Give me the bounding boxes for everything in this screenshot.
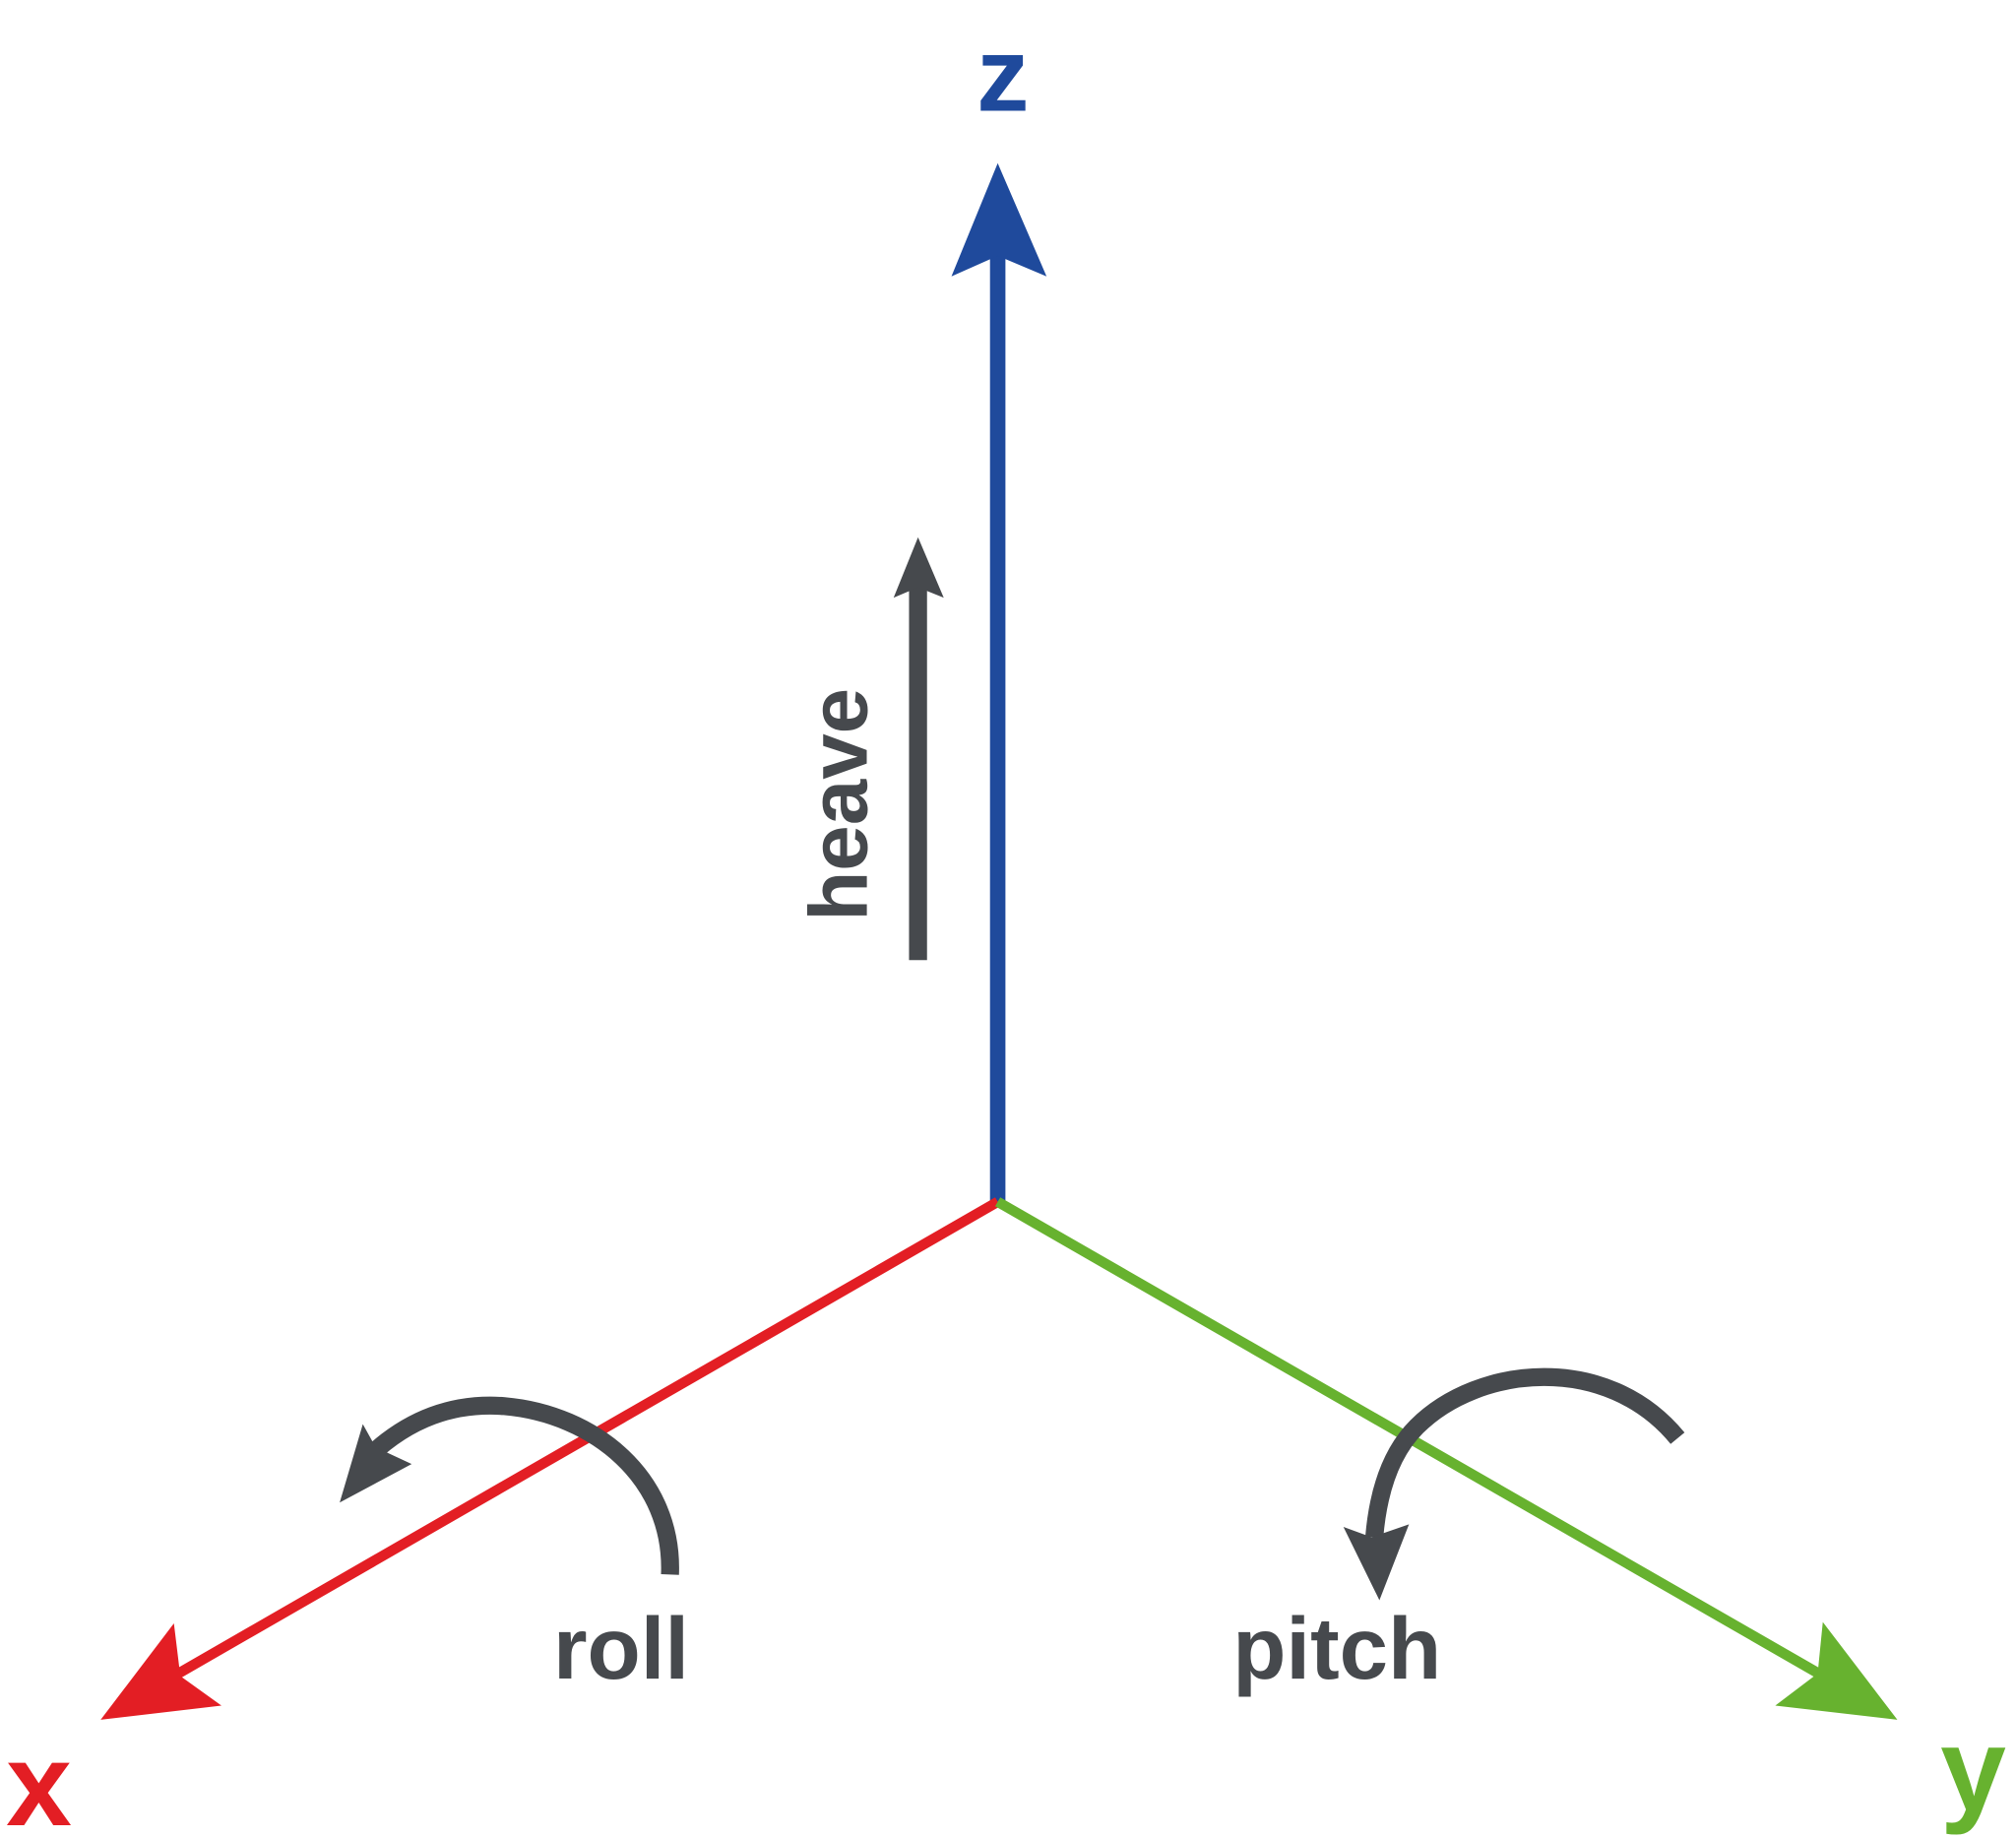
heave-motion: heave <box>791 537 944 961</box>
x-axis-label: x <box>6 1719 72 1838</box>
pitch-motion: pitch <box>1232 1367 1685 1697</box>
y-axis: y <box>994 1197 2006 1835</box>
heave-arrowhead <box>893 537 944 599</box>
roll-arc <box>364 1396 679 1575</box>
z-axis-arrowhead <box>951 162 1047 277</box>
roll-motion: roll <box>340 1396 689 1697</box>
pitch-arc <box>1364 1367 1685 1539</box>
z-axis: z <box>951 15 1047 1202</box>
pitch-arrowhead <box>1343 1524 1410 1601</box>
y-axis-label: y <box>1940 1703 2006 1835</box>
x-axis: x <box>6 1197 1001 1838</box>
z-axis-label: z <box>976 15 1030 133</box>
y-axis-arrowhead <box>1775 1621 1898 1720</box>
x-axis-arrowhead <box>100 1622 221 1720</box>
roll-label: roll <box>553 1600 689 1697</box>
pitch-label: pitch <box>1232 1600 1441 1697</box>
heave-label: heave <box>791 688 884 921</box>
roll-arrowhead <box>340 1424 412 1503</box>
